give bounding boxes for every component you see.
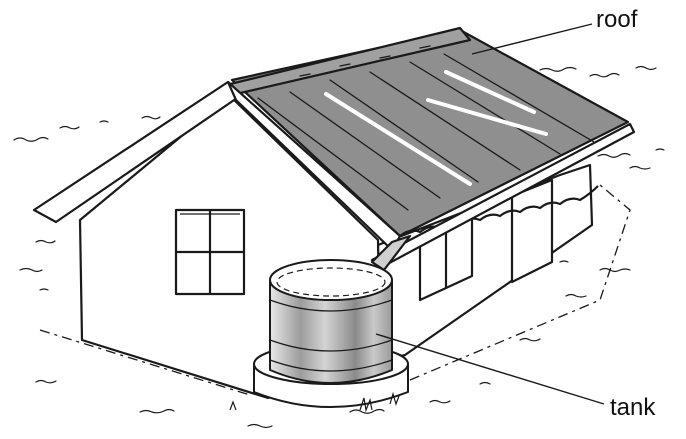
- water-tank: [254, 260, 408, 407]
- roof-label: roof: [596, 8, 637, 32]
- tank-leader-line: [376, 334, 604, 404]
- roof-leader-line: [472, 24, 592, 54]
- tank-label: tank: [610, 396, 655, 420]
